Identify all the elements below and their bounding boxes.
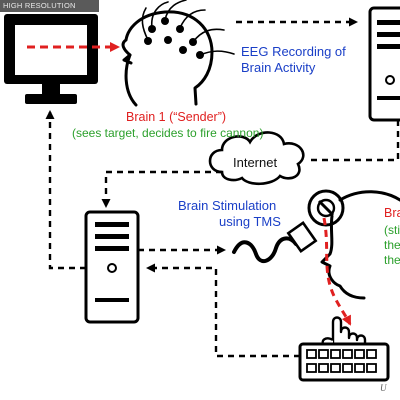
high-resolution-badge: HIGH RESOLUTION xyxy=(0,0,99,12)
internet-label: Internet xyxy=(233,155,278,170)
brain2-note-line3: the xyxy=(384,253,400,267)
tms-label-line1: Brain Stimulation xyxy=(178,198,277,213)
eeg-label-line1: EEG Recording of xyxy=(241,44,346,59)
tms-label-line2: using TMS xyxy=(219,214,281,229)
brain1-note: (sees target, decides to fire cannon) xyxy=(72,126,264,140)
computer-tower-icon xyxy=(84,210,140,324)
stimulation-to-hand-arrow xyxy=(322,217,352,326)
brain1-title: Brain 1 (“Sender”) xyxy=(126,110,227,124)
head-eeg-icon xyxy=(121,0,235,107)
brain2-note-line1: (sti xyxy=(384,223,400,237)
computer-to-internet-line xyxy=(310,120,400,162)
tms-coil-icon xyxy=(286,189,345,253)
brain2-note-line2: the xyxy=(384,238,400,252)
internet-to-computer-arrow xyxy=(101,170,222,208)
brain2-title: Bra xyxy=(384,206,400,220)
eeg-label-line2: Brain Activity xyxy=(241,60,316,75)
monitor-icon xyxy=(4,14,98,104)
tms-cable xyxy=(232,236,298,264)
keyboard-to-computer-arrow xyxy=(146,263,300,358)
computer-to-monitor-arrow xyxy=(45,110,86,270)
computer-tower-icon xyxy=(368,6,400,122)
keyboard-icon xyxy=(298,342,390,382)
cloud-icon xyxy=(208,131,305,186)
credit-text: U xyxy=(380,383,387,393)
head-receiver-icon xyxy=(320,190,400,300)
